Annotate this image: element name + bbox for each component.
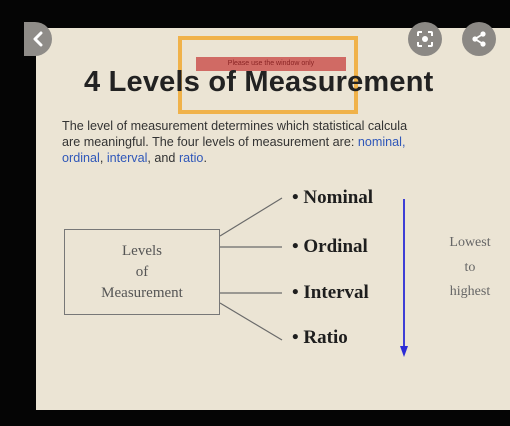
slide-image bbox=[36, 28, 510, 410]
description-line-2: are meaningful. The four levels of measu… bbox=[62, 135, 358, 149]
levels-box: Levels of Measurement bbox=[64, 229, 220, 315]
level-nominal: • Nominal bbox=[292, 187, 374, 208]
description-separator: , and bbox=[147, 151, 179, 165]
range-to: to bbox=[464, 260, 476, 275]
overlay-label: Please use the window only bbox=[196, 57, 346, 71]
level-ratio-label: Ratio bbox=[303, 327, 348, 348]
term-ordinal: ordinal bbox=[62, 151, 100, 165]
description-end: . bbox=[203, 151, 207, 165]
range-lowest: Lowest bbox=[449, 235, 491, 250]
term-nominal: nominal, bbox=[357, 135, 406, 149]
lens-button[interactable] bbox=[408, 22, 442, 56]
back-button[interactable] bbox=[24, 22, 52, 56]
lens-icon bbox=[417, 31, 433, 47]
box-line-3: Measurement bbox=[101, 284, 183, 301]
description-separator: , bbox=[99, 151, 107, 165]
box-line-1: Levels bbox=[122, 242, 162, 259]
range-highest: highest bbox=[449, 284, 491, 299]
level-ratio: • Ratio bbox=[292, 327, 348, 348]
term-interval: interval bbox=[106, 151, 148, 165]
term-ratio: ratio bbox=[178, 151, 204, 165]
box-line-2: of bbox=[135, 263, 149, 280]
level-ordinal: • Ordinal bbox=[292, 236, 368, 257]
connector-ratio bbox=[219, 302, 283, 341]
level-ordinal-label: Ordinal bbox=[303, 236, 368, 257]
level-nominal-label: Nominal bbox=[303, 187, 374, 208]
chevron-left-icon bbox=[33, 31, 43, 47]
slide-description: The level of measurement determines whic… bbox=[62, 118, 510, 166]
share-icon bbox=[472, 31, 486, 47]
connector-nominal bbox=[219, 197, 283, 237]
description-line-1: The level of measurement determines whic… bbox=[62, 119, 408, 133]
level-interval-label: Interval bbox=[303, 282, 369, 303]
level-interval: • Interval bbox=[292, 282, 369, 303]
slide-title: 4 Levels of Measurement bbox=[84, 66, 434, 98]
overlay-frame bbox=[178, 36, 358, 114]
range-arrow-head bbox=[400, 346, 408, 357]
share-button[interactable] bbox=[462, 22, 496, 56]
